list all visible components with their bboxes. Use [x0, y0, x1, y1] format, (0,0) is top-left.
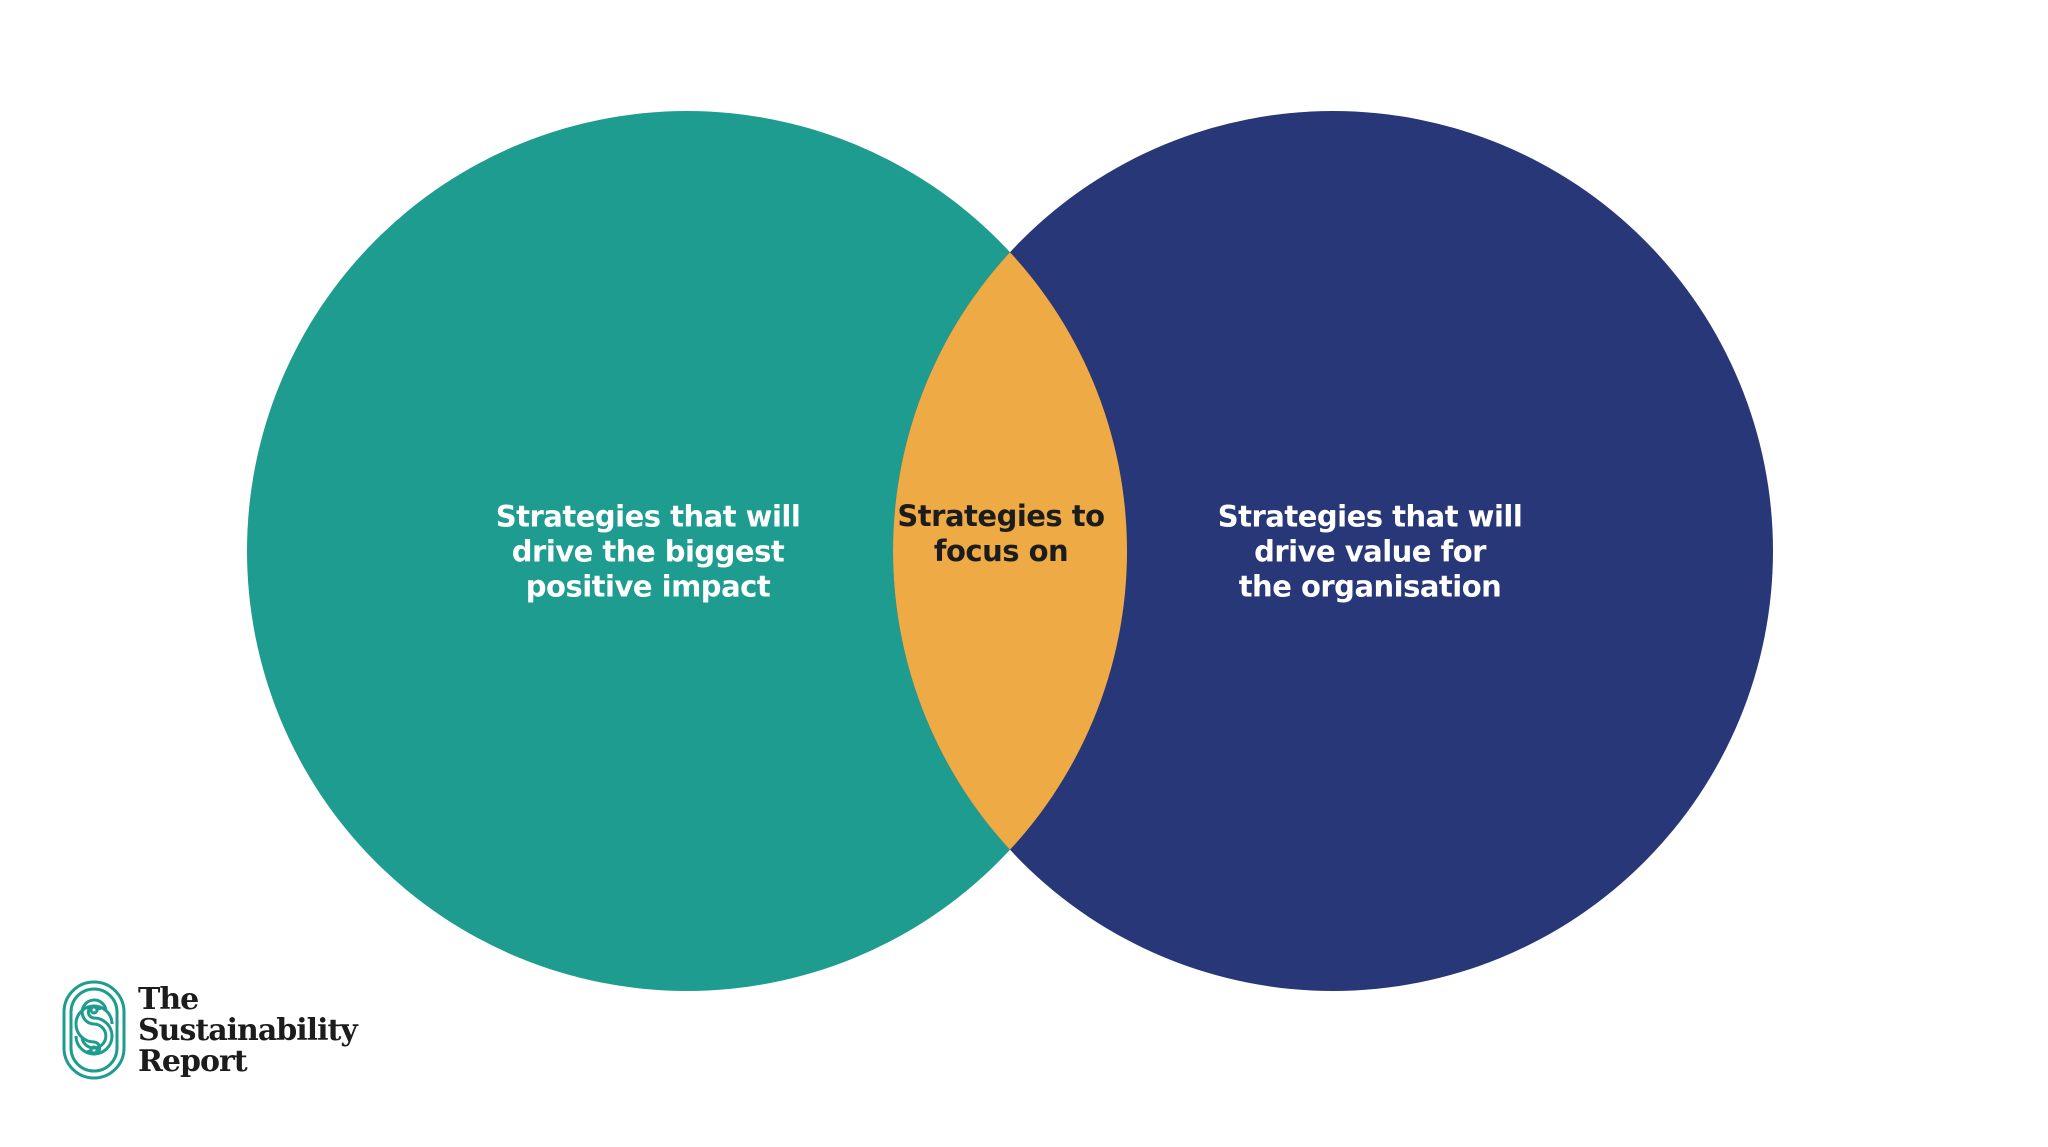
right-circle-label: Strategies that will drive value for the… [1218, 500, 1523, 605]
label-line: drive the biggest [511, 534, 785, 569]
label-line: positive impact [525, 569, 771, 604]
label-line: Strategies that will [1217, 499, 1523, 534]
label-line: Strategies that will [495, 499, 801, 534]
label-line: drive value for [1254, 534, 1486, 569]
logo-line: Report [138, 1043, 248, 1079]
looped-s-icon [62, 980, 126, 1080]
logo-wordmark: The Sustainability Report [138, 981, 358, 1079]
right-circle [893, 111, 1773, 991]
logo-line: Sustainability [138, 1012, 358, 1048]
label-line: Strategies to [897, 499, 1105, 533]
label-line: focus on [933, 534, 1069, 568]
left-circle [247, 111, 1127, 991]
logo-line: The [138, 981, 199, 1017]
label-line: the organisation [1238, 569, 1502, 604]
overlap-label: Strategies to focus on [897, 499, 1105, 569]
sustainability-report-logo: The Sustainability Report [62, 980, 358, 1080]
left-circle-label: Strategies that will drive the biggest p… [496, 500, 801, 605]
